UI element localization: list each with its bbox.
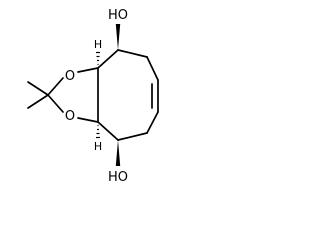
dioxolane-bond-o1-c9 [47, 77, 64, 96]
atom-label-hydrogen-lower: H [94, 140, 102, 153]
methyl-bond-upper [27, 81, 49, 96]
hashed-bond-lower-h [96, 124, 100, 139]
ring-bond-c8-c7 [146, 56, 159, 81]
chemical-structure-diagram: HO HO O O H H [27, 8, 159, 185]
wedge-bond-lower-oh [115, 140, 121, 166]
atom-label-oh-lower: HO [108, 170, 128, 185]
ring-bond-c6-c5 [146, 111, 159, 134]
atom-label-hydrogen-upper: H [94, 38, 102, 51]
dioxolane-bond-o2-c3 [77, 117, 99, 123]
methyl-bond-lower [27, 94, 49, 109]
ring-bond-c4-c3 [97, 121, 119, 141]
atom-label-oxygen-lower: O [65, 109, 75, 124]
wedge-bond-upper-oh [115, 24, 121, 50]
atom-label-oxygen-upper: O [65, 69, 75, 84]
dioxolane-bond-c9-o2 [47, 94, 64, 113]
dioxolane-bond-c2-o1 [77, 67, 99, 73]
hashed-bond-upper-h [96, 51, 100, 66]
ring-bond-c5-c4 [117, 132, 148, 141]
ring-bond-c1-c8 [117, 49, 148, 58]
ring-bond-c1-c2 [97, 49, 119, 69]
atom-label-oh-upper: HO [108, 8, 128, 23]
